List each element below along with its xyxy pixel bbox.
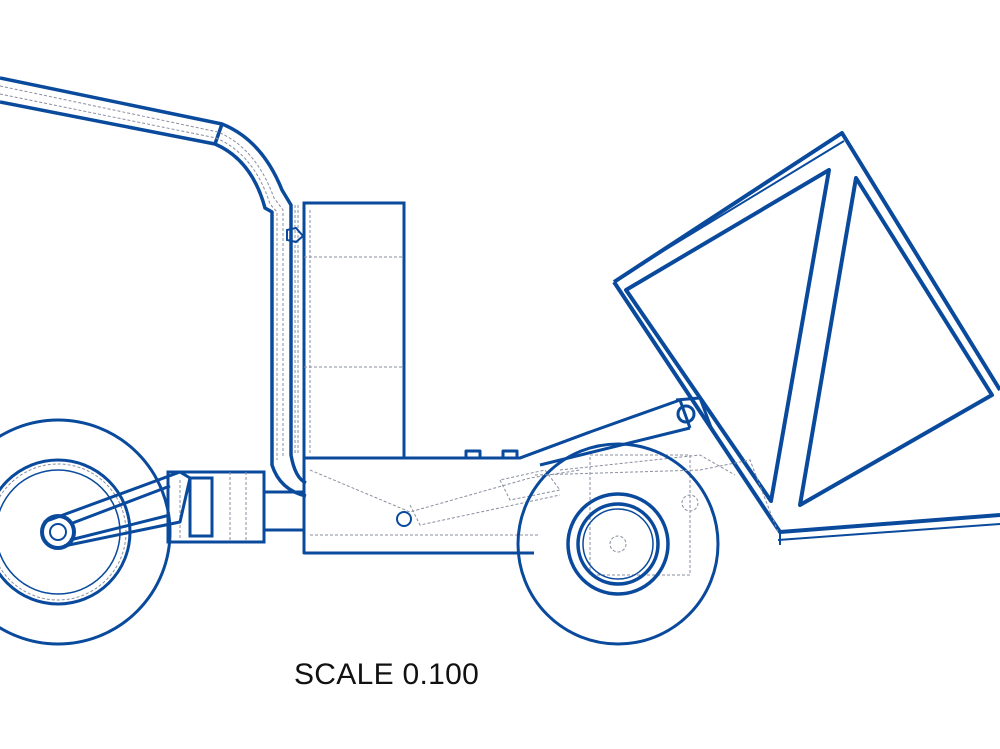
right-wheel (516, 442, 720, 646)
tower-column (302, 201, 406, 460)
chassis-hidden-lines (309, 454, 736, 576)
tower-hidden-lines (304, 210, 404, 455)
boom-pipe-bracket (286, 226, 305, 244)
left-wheel-arm (43, 470, 192, 548)
dump-hopper (612, 131, 1000, 534)
chassis-body (302, 398, 692, 555)
hopper-hinge (675, 396, 714, 431)
chassis-pivot-pin (396, 511, 412, 527)
hitch-hidden-lines (179, 472, 247, 542)
left-wheel (0, 418, 172, 646)
hopper-rim (621, 140, 1000, 545)
hopper-hidden-lines (699, 459, 779, 533)
right-wheel-hidden (534, 469, 701, 553)
scale-label: SCALE 0.100 (294, 658, 480, 691)
boom-pipe-hidden-lines (0, 85, 299, 460)
boom-pipe (0, 76, 307, 498)
